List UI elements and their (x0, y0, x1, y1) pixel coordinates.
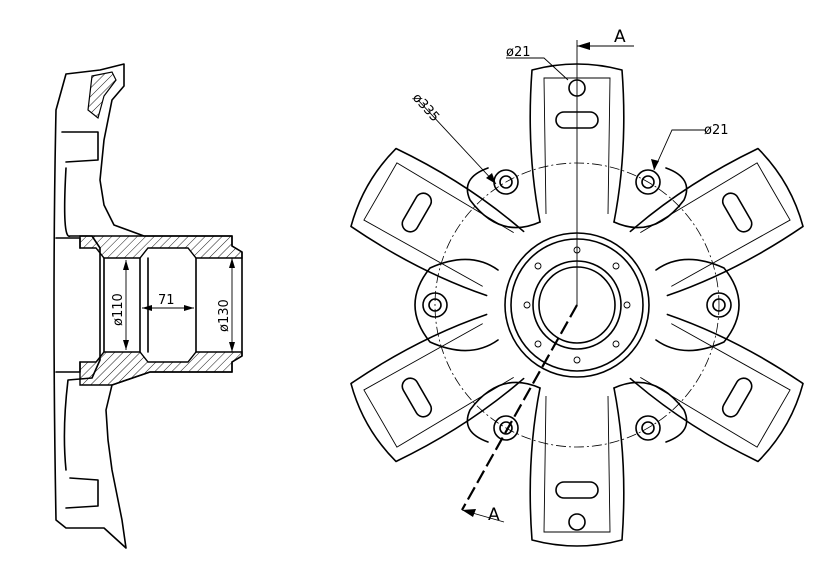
section-hatch-bottom (79, 351, 243, 386)
dim-label-hole-top: ø21 (506, 45, 531, 60)
leader-hole-right (653, 129, 706, 171)
spoke-arms (350, 63, 804, 547)
section-hatch-top (79, 235, 243, 259)
section-outline (53, 63, 243, 549)
section-flange-steps (55, 237, 81, 373)
pcd-bolt-holes (422, 169, 732, 441)
leader-pcd (417, 99, 497, 185)
dim-label-hole-right: ø21 (704, 123, 729, 138)
dim-label-bore-large: ø130 (217, 299, 232, 332)
leader-hole-top (506, 57, 569, 81)
section-label-top: A (614, 27, 626, 47)
section-hatch-rim (87, 71, 117, 120)
front-view: A A ø21 ø21 ø335 (350, 27, 804, 547)
dim-label-bore-small: ø110 (111, 293, 126, 326)
section-view: ø110 71 ø130 (53, 63, 243, 549)
section-inner-lower (65, 477, 99, 509)
section-label-bottom: A (488, 505, 500, 525)
section-inner-upper (61, 131, 99, 163)
section-bores (103, 257, 197, 353)
section-inner-mid (63, 167, 101, 471)
dim-label-pcd: ø335 (409, 91, 442, 125)
dim-label-width: 71 (158, 293, 175, 308)
web-lobes (414, 167, 740, 443)
section-cut-line (461, 304, 578, 511)
